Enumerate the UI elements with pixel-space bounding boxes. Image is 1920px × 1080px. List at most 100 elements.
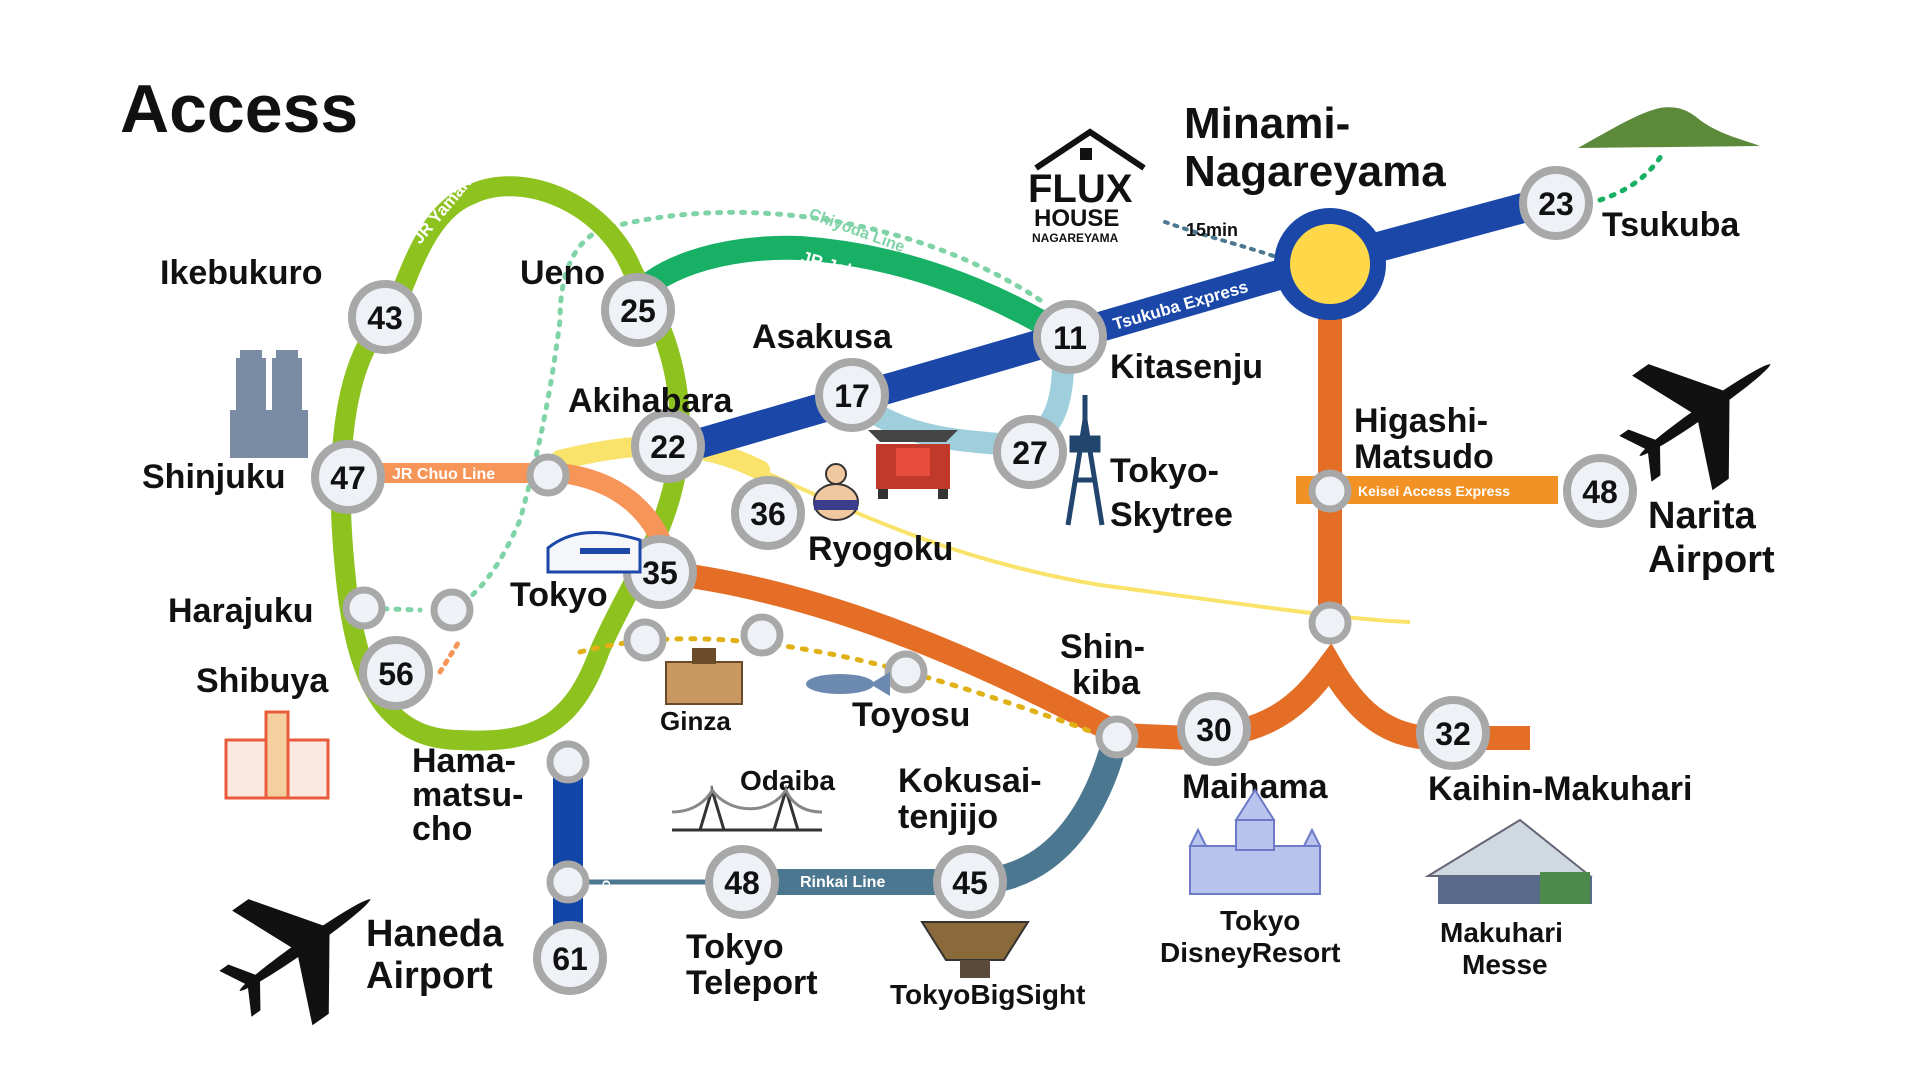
musashino-line-label: JR Musashino Line (1305, 338, 1322, 475)
mountain-icon (1578, 107, 1760, 148)
station-meiji-jingumae[interactable] (430, 588, 474, 632)
label-toyosu: Toyosu (852, 696, 970, 734)
station-teleport-minutes: 48 (724, 865, 760, 901)
monorail-line-label: Tokyo Monorail (597, 818, 613, 920)
label-haneda-2: Airport (366, 955, 493, 997)
station-nishi-funabashi[interactable] (1308, 601, 1352, 645)
label-disney-2: DisneyResort (1160, 937, 1341, 968)
station-higashi-matsudo[interactable] (1308, 469, 1352, 513)
label-akihabara: Akihabara (568, 382, 733, 420)
label-kaihin: Kaihin-Makuhari (1428, 770, 1692, 808)
label-hamamatsucho-2: matsu- (412, 776, 523, 814)
page-title: Access (120, 71, 358, 147)
keisei-line-label: Keisei Access Express (1358, 483, 1510, 499)
station-haneda-minutes: 61 (552, 941, 588, 977)
station-asakusa-minutes: 17 (834, 378, 870, 414)
label-skytree-1: Tokyo- (1110, 452, 1219, 490)
label-haneda-1: Haneda (366, 913, 504, 955)
label-ginza: Ginza (660, 706, 731, 736)
station-chuo-junction[interactable] (526, 453, 570, 497)
label-teleport-1: Tokyo (686, 928, 784, 966)
label-narita-1: Narita (1648, 495, 1757, 537)
station-haneda[interactable]: 61 (533, 921, 607, 995)
label-shinkiba-2: kiba (1072, 664, 1141, 702)
station-kitasenju-minutes: 11 (1053, 320, 1087, 356)
label-kitasenju: Kitasenju (1110, 348, 1263, 386)
label-tsukuba: Tsukuba (1602, 206, 1740, 244)
label-shinjuku: Shinjuku (142, 458, 286, 496)
station-kitasenju[interactable]: 11 (1033, 300, 1107, 374)
station-tsukuba[interactable]: 23 (1519, 166, 1593, 240)
label-shinkiba-1: Shin- (1060, 628, 1145, 666)
station-asakusa[interactable]: 17 (815, 358, 889, 432)
airplane-icon (219, 899, 371, 1026)
joban-line (618, 235, 1075, 347)
convention-hall-icon (1424, 818, 1593, 904)
label-tokyo: Tokyo (510, 576, 608, 614)
station-tokyo-minutes: 35 (642, 555, 678, 591)
station-kaihin-minutes: 32 (1435, 716, 1471, 752)
temple-gate-icon (868, 430, 958, 499)
label-messe-1: Makuhari (1440, 917, 1563, 948)
station-ueno[interactable]: 25 (601, 273, 675, 347)
station-narita[interactable]: 48 (1563, 454, 1637, 528)
label-kokusai-2: tenjijo (898, 798, 998, 836)
station-ryogoku[interactable]: 36 (731, 476, 805, 550)
station-akihabara[interactable]: 22 (631, 409, 705, 483)
station-maihama[interactable]: 30 (1177, 692, 1251, 766)
station-skytree[interactable]: 27 (993, 415, 1067, 489)
label-minami-1: Minami- (1184, 99, 1350, 148)
label-hamamatsucho-1: Hama- (412, 742, 516, 780)
station-tsukuba-minutes: 23 (1538, 186, 1574, 222)
castle-icon (1188, 788, 1322, 895)
small-stations (342, 453, 1352, 904)
station-toyosu[interactable] (884, 650, 928, 694)
bridge-icon (671, 784, 823, 832)
station-harajuku[interactable] (342, 586, 386, 630)
shibuya-connector (437, 637, 463, 675)
office-building-icon (230, 350, 308, 458)
station-kaihin[interactable]: 32 (1416, 696, 1490, 770)
label-hamamatsucho-3: cho (412, 810, 472, 848)
label-minami-2: Nagareyama (1184, 147, 1446, 196)
station-ginza[interactable] (740, 613, 784, 657)
convention-hall-icon (920, 921, 1030, 978)
label-shibuya: Shibuya (196, 662, 329, 700)
station-shibuya[interactable]: 56 (359, 636, 433, 710)
station-ikebukuro-minutes: 43 (367, 300, 403, 336)
station-labels: Ikebukuro Ueno Asakusa Kitasenju Akihaba… (142, 99, 1775, 1010)
label-ikebukuro: Ikebukuro (160, 254, 322, 292)
airplane-icon (1619, 364, 1771, 491)
label-ueno: Ueno (520, 254, 605, 292)
chuo-line-label: JR Chuo Line (392, 466, 495, 483)
walk-time: 15min (1186, 220, 1238, 240)
brand-line3: NAGAREYAMA (1032, 231, 1119, 245)
house-roof-icon (1034, 128, 1146, 171)
station-narita-minutes: 48 (1582, 474, 1618, 510)
department-store-icon (224, 710, 330, 800)
label-kokusai-1: Kokusai- (898, 762, 1042, 800)
station-akihabara-minutes: 22 (650, 429, 686, 465)
chiyoda-line (437, 209, 1043, 613)
label-disney-1: Tokyo (1220, 905, 1300, 936)
station-yurakucho[interactable] (623, 618, 667, 662)
brand-line2: HOUSE (1034, 205, 1119, 232)
station-shinjuku[interactable]: 47 (311, 440, 385, 514)
station-shinkiba[interactable] (1095, 715, 1139, 759)
label-bigsight: TokyoBigSight (890, 979, 1085, 1010)
flux-house-logo: FLUX HOUSE NAGAREYAMA 15min (1028, 128, 1238, 245)
label-higashi-2: Matsudo (1354, 438, 1494, 476)
label-narita-2: Airport (1648, 539, 1775, 581)
rinkai-line-label: Rinkai Line (800, 874, 885, 891)
station-kokusai[interactable]: 45 (933, 845, 1007, 919)
station-hamamatsucho[interactable] (546, 740, 590, 784)
station-ikebukuro[interactable]: 43 (348, 280, 422, 354)
label-skytree-2: Skytree (1110, 496, 1233, 534)
fish-icon (806, 672, 890, 696)
station-tennozu[interactable] (546, 860, 590, 904)
station-teleport[interactable]: 48 (705, 845, 779, 919)
sumo-icon (813, 463, 859, 521)
label-messe-2: Messe (1462, 949, 1548, 980)
brand-line1: FLUX (1028, 167, 1133, 211)
hub-station[interactable] (1274, 208, 1386, 320)
